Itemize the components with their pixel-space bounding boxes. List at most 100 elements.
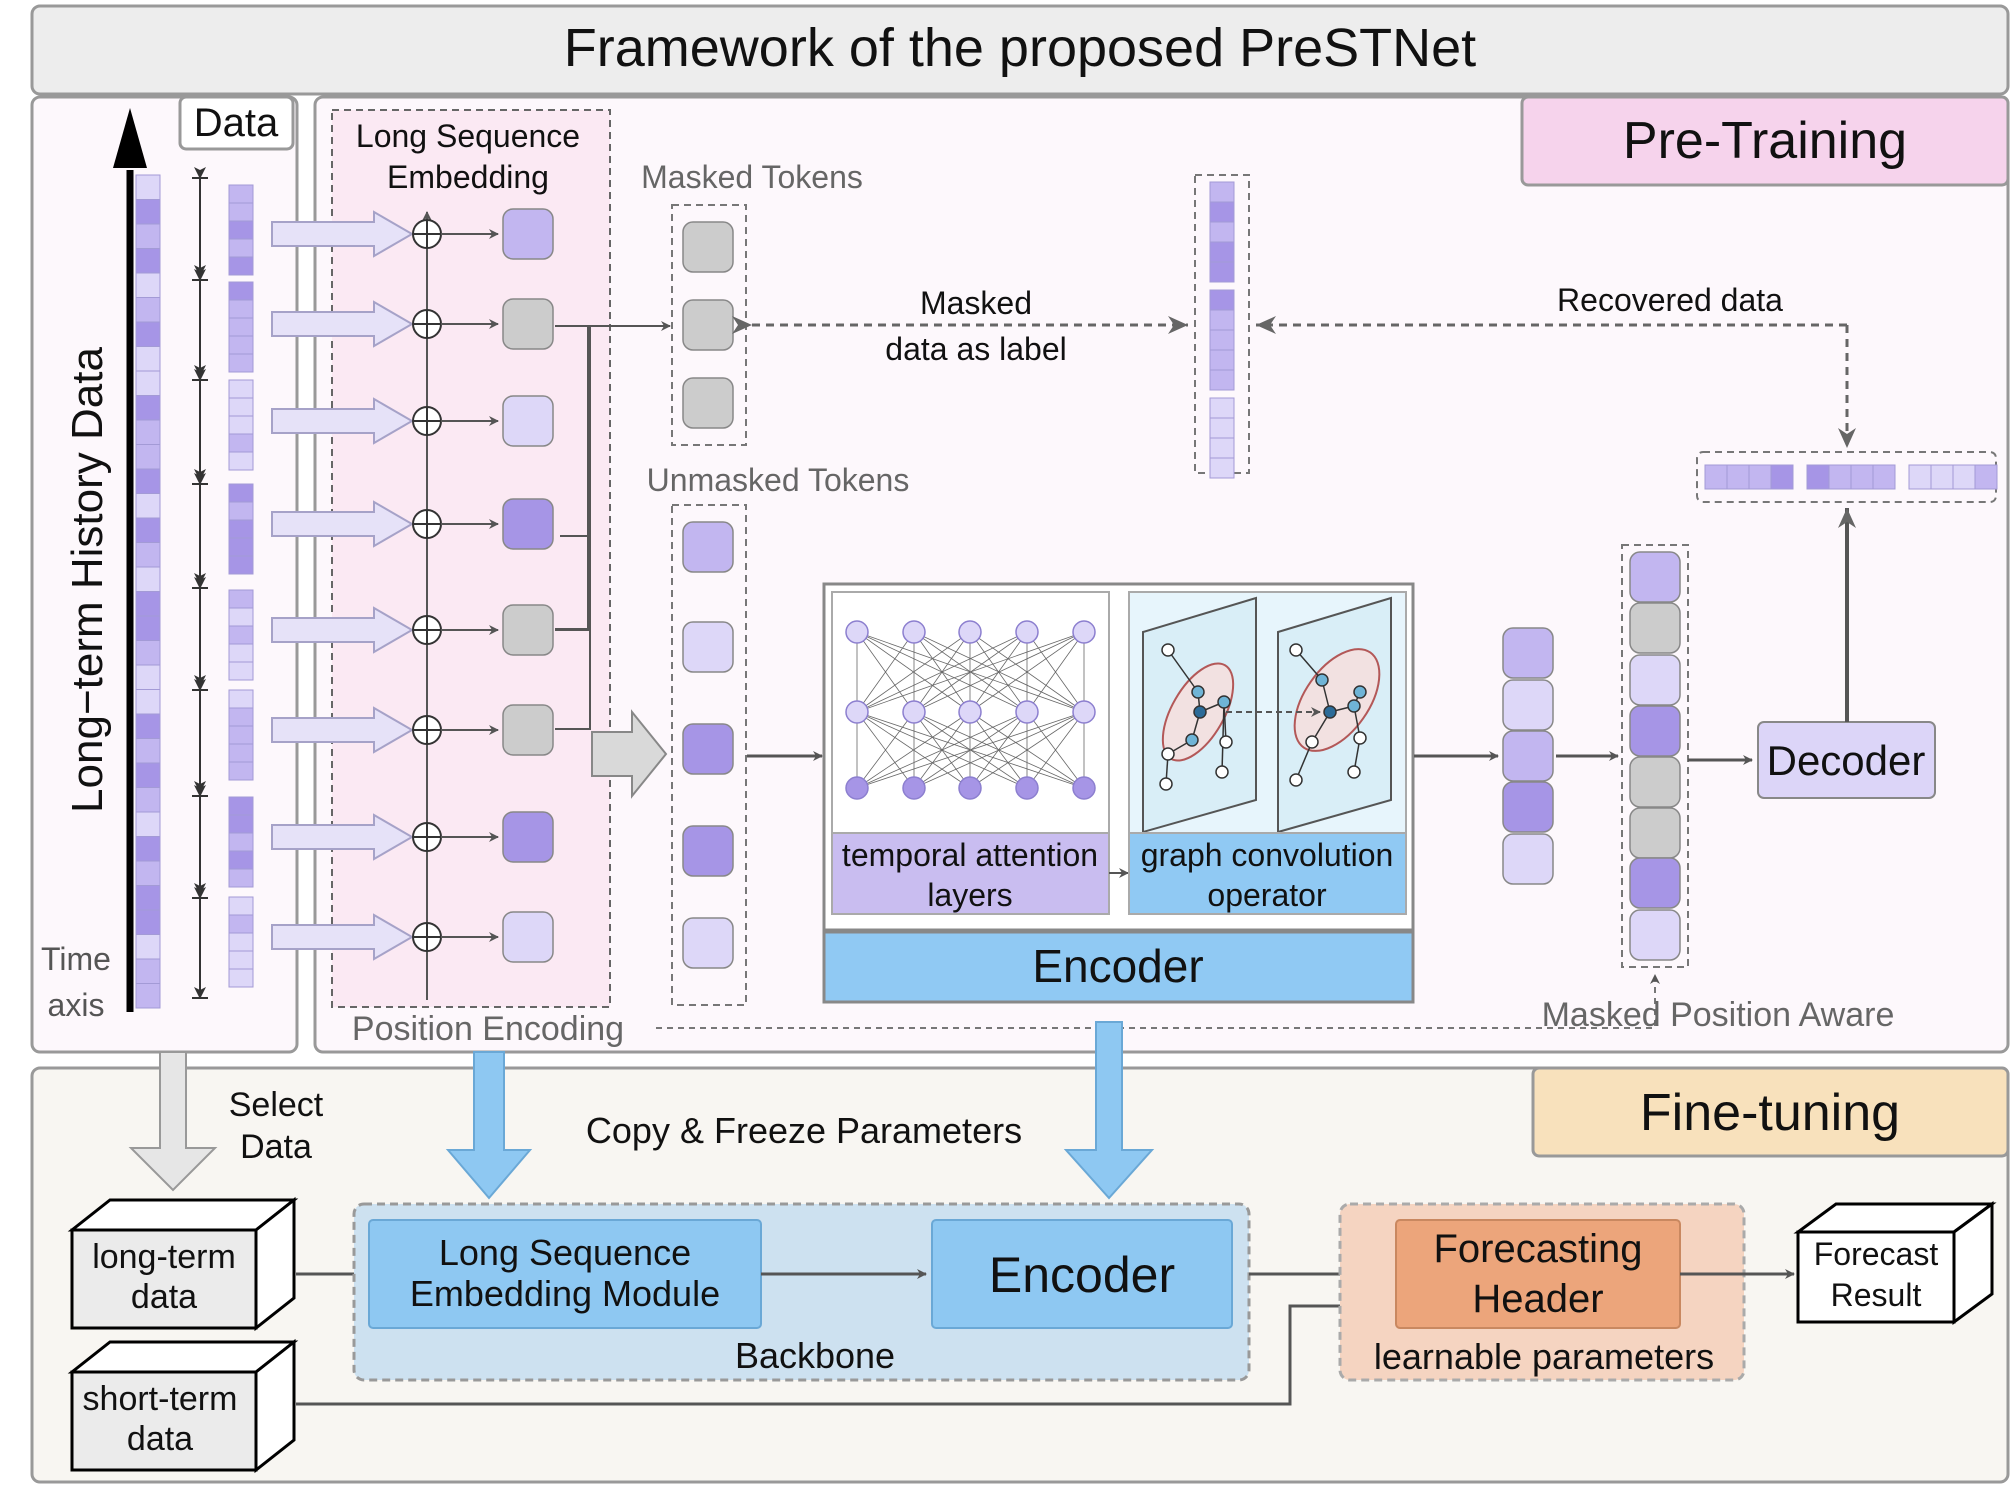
ft-encoder-box xyxy=(931,1219,1233,1329)
segment-cell xyxy=(228,707,254,727)
full-sequence-token xyxy=(1629,602,1681,654)
history-cell xyxy=(135,346,161,372)
history-cell xyxy=(135,517,161,543)
pretraining-panel: Pre-Training Long Sequence Embedding Pos… xyxy=(271,95,2010,1054)
history-cell xyxy=(135,321,161,347)
segment-cell xyxy=(228,281,254,301)
masked-token xyxy=(682,299,734,351)
attention-node xyxy=(1015,620,1039,644)
lse-title-line-2: Embedding xyxy=(387,159,549,195)
segment-cell xyxy=(228,220,254,240)
attention-edge xyxy=(856,711,971,789)
attention-edge xyxy=(856,631,971,713)
copy-arrow-embedding xyxy=(445,1051,533,1200)
masked-connector xyxy=(555,325,589,631)
full-sequence-token xyxy=(1629,654,1681,706)
graph-node xyxy=(1305,735,1319,749)
temporal-attention-network xyxy=(845,620,1096,800)
attention-edge xyxy=(969,711,1085,789)
lse-module-label-1: Long Sequence xyxy=(439,1232,691,1273)
history-cell xyxy=(135,860,161,886)
pretraining-badge: Pre-Training xyxy=(1623,112,1907,170)
embedding-token xyxy=(502,208,554,260)
segment-cell xyxy=(228,914,254,934)
attention-edge xyxy=(1026,631,1085,713)
recovered-cell xyxy=(1850,464,1874,490)
segment-cell xyxy=(228,589,254,609)
full-sequence-token xyxy=(1629,551,1681,603)
attention-node xyxy=(958,620,982,644)
masked-connector-tail xyxy=(555,326,591,730)
segment-cell xyxy=(228,537,254,557)
encoded-token xyxy=(1502,679,1554,731)
segment-cell xyxy=(228,761,254,781)
segment-cell xyxy=(228,451,254,471)
full-sequence-box xyxy=(1621,544,1689,968)
attention-edge xyxy=(913,631,1085,713)
segment-cell xyxy=(228,184,254,204)
graph-node xyxy=(1215,765,1229,779)
masked-token xyxy=(682,377,734,429)
attention-node xyxy=(958,700,982,724)
recovered-cell xyxy=(1748,464,1772,490)
time-axis-label-2: axis xyxy=(48,987,105,1023)
masked-token-group xyxy=(682,221,734,429)
history-cell xyxy=(135,591,161,617)
masked-position-dashed-link xyxy=(656,974,1660,1029)
embedding-token xyxy=(502,604,554,656)
recovered-cell xyxy=(1726,464,1750,490)
svg-text:Result: Result xyxy=(1831,1277,1922,1313)
attention-edge xyxy=(913,711,1085,789)
data-tag: Data xyxy=(194,101,279,145)
graph-node xyxy=(1353,685,1367,699)
recovered-cell xyxy=(1872,464,1896,490)
history-cell xyxy=(135,885,161,911)
header-label-1: Forecasting xyxy=(1434,1227,1643,1271)
history-cell xyxy=(135,297,161,323)
finetuning-badge: Fine-tuning xyxy=(1640,1084,1900,1142)
long-term-data-cube: long-term data xyxy=(67,1196,299,1332)
attention-node xyxy=(902,700,926,724)
history-cell xyxy=(135,395,161,421)
segment-cell xyxy=(228,555,254,575)
history-cell xyxy=(135,370,161,396)
segment-arrow xyxy=(271,210,414,258)
segment-strips xyxy=(228,184,254,988)
recovered-cell xyxy=(1974,464,1998,490)
label-cell xyxy=(1209,181,1235,203)
segment-cell xyxy=(228,501,254,521)
recovered-strip xyxy=(1704,464,1998,490)
history-cell xyxy=(135,248,161,274)
attention-node xyxy=(845,700,869,724)
svg-text:long-term: long-term xyxy=(92,1238,236,1276)
segment-cell xyxy=(228,379,254,399)
unmasked-token xyxy=(682,521,734,573)
label-strip xyxy=(1209,181,1235,479)
attention-edge xyxy=(856,631,915,713)
label-cell xyxy=(1209,437,1235,459)
graph-node xyxy=(1161,747,1175,761)
history-cell xyxy=(135,738,161,764)
history-strip xyxy=(135,174,161,1009)
label-cell xyxy=(1209,349,1235,371)
unmasked-token xyxy=(682,917,734,969)
history-cell xyxy=(135,787,161,813)
graph-edge xyxy=(1167,649,1199,693)
attention-node xyxy=(845,620,869,644)
history-cell xyxy=(135,468,161,494)
attention-edge xyxy=(856,711,1085,789)
encoded-token xyxy=(1502,730,1554,782)
embedding-token xyxy=(502,395,554,447)
graph-node xyxy=(1193,705,1207,719)
label-cell xyxy=(1209,309,1235,331)
history-cell xyxy=(135,542,161,568)
graph-node xyxy=(1185,733,1199,747)
full-sequence-token xyxy=(1629,705,1681,757)
unmasked-tokens-label: Unmasked Tokens xyxy=(647,462,910,498)
label-cell xyxy=(1209,261,1235,283)
history-cell xyxy=(135,272,161,298)
segment-cell xyxy=(228,896,254,916)
svg-text:short-term: short-term xyxy=(83,1380,238,1418)
embedding-rows xyxy=(271,208,554,963)
forecast-result-cube: Forecast Result xyxy=(1793,1201,1997,1325)
